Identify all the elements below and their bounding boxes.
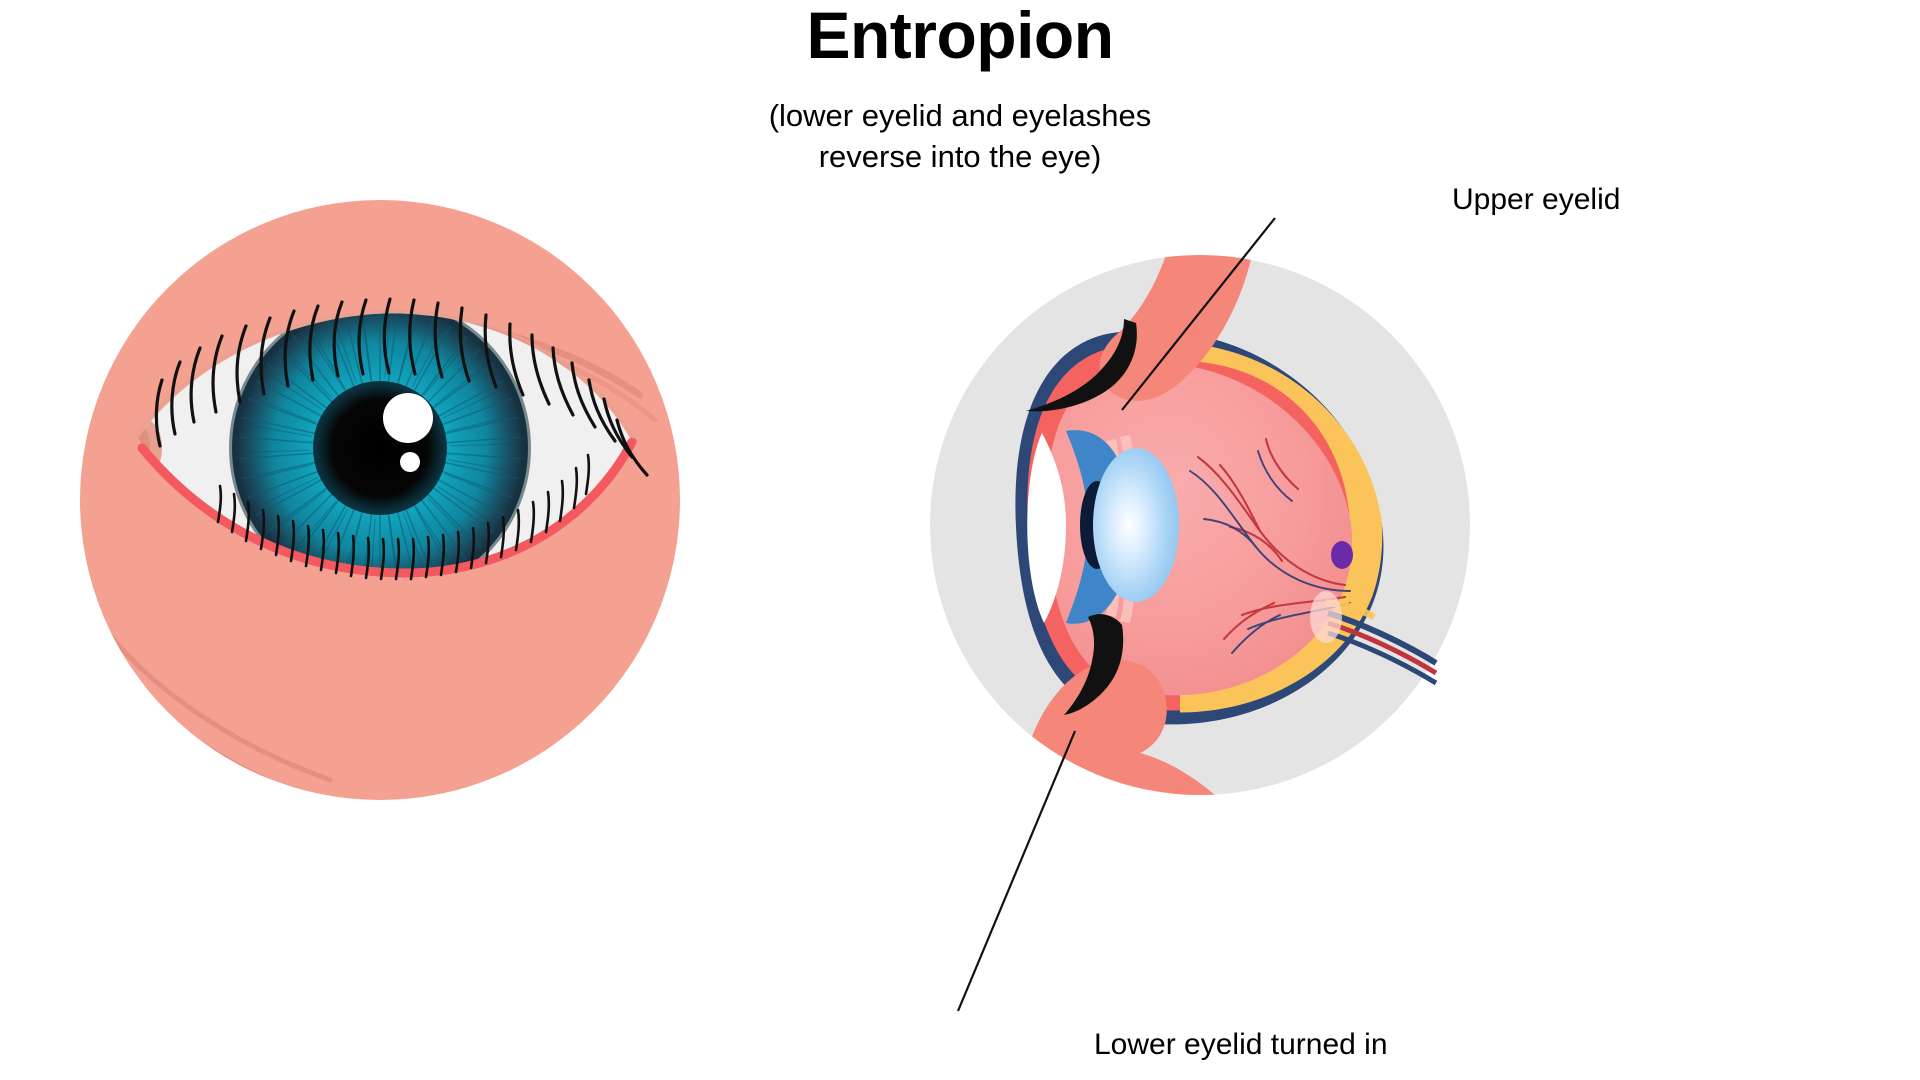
lower-eyelash-turned-in: [1064, 614, 1124, 715]
lower-eyelid-turned-in: [1000, 659, 1230, 795]
eye-cross-section-illustration: [930, 255, 1470, 795]
upper-eyelash-turned-in: [1026, 319, 1137, 412]
frontal-eye-illustration: [80, 200, 680, 800]
anterior-segment: [1027, 430, 1179, 624]
iris-group: [229, 313, 531, 573]
lens-cornea: [1093, 448, 1179, 602]
macula-spot: [1331, 541, 1353, 569]
label-upper-eyelid: Upper eyelid: [1452, 183, 1621, 216]
page-title: Entropion: [806, 0, 1114, 72]
upper-eyelashes: [154, 297, 649, 477]
page-subtitle: (lower eyelid and eyelashes reverse into…: [0, 96, 1920, 178]
pupil-highlight-small: [400, 452, 420, 472]
lower-lid-margin: [137, 437, 637, 578]
subtitle-line-2: reverse into the eye): [818, 138, 1102, 174]
pupil: [313, 381, 447, 515]
iris-fibers-fine: [241, 313, 519, 573]
iris-fibers: [237, 313, 523, 573]
subtitle-line-1: (lower eyelid and eyelashes: [768, 98, 1152, 133]
optic-nerve: [1310, 591, 1438, 686]
lower-eyelashes-turned-in: [216, 453, 591, 581]
pupil-highlight-large: [383, 393, 433, 443]
label-lower-eyelid-turned-in: Lower eyelid turned in: [1094, 1028, 1388, 1061]
